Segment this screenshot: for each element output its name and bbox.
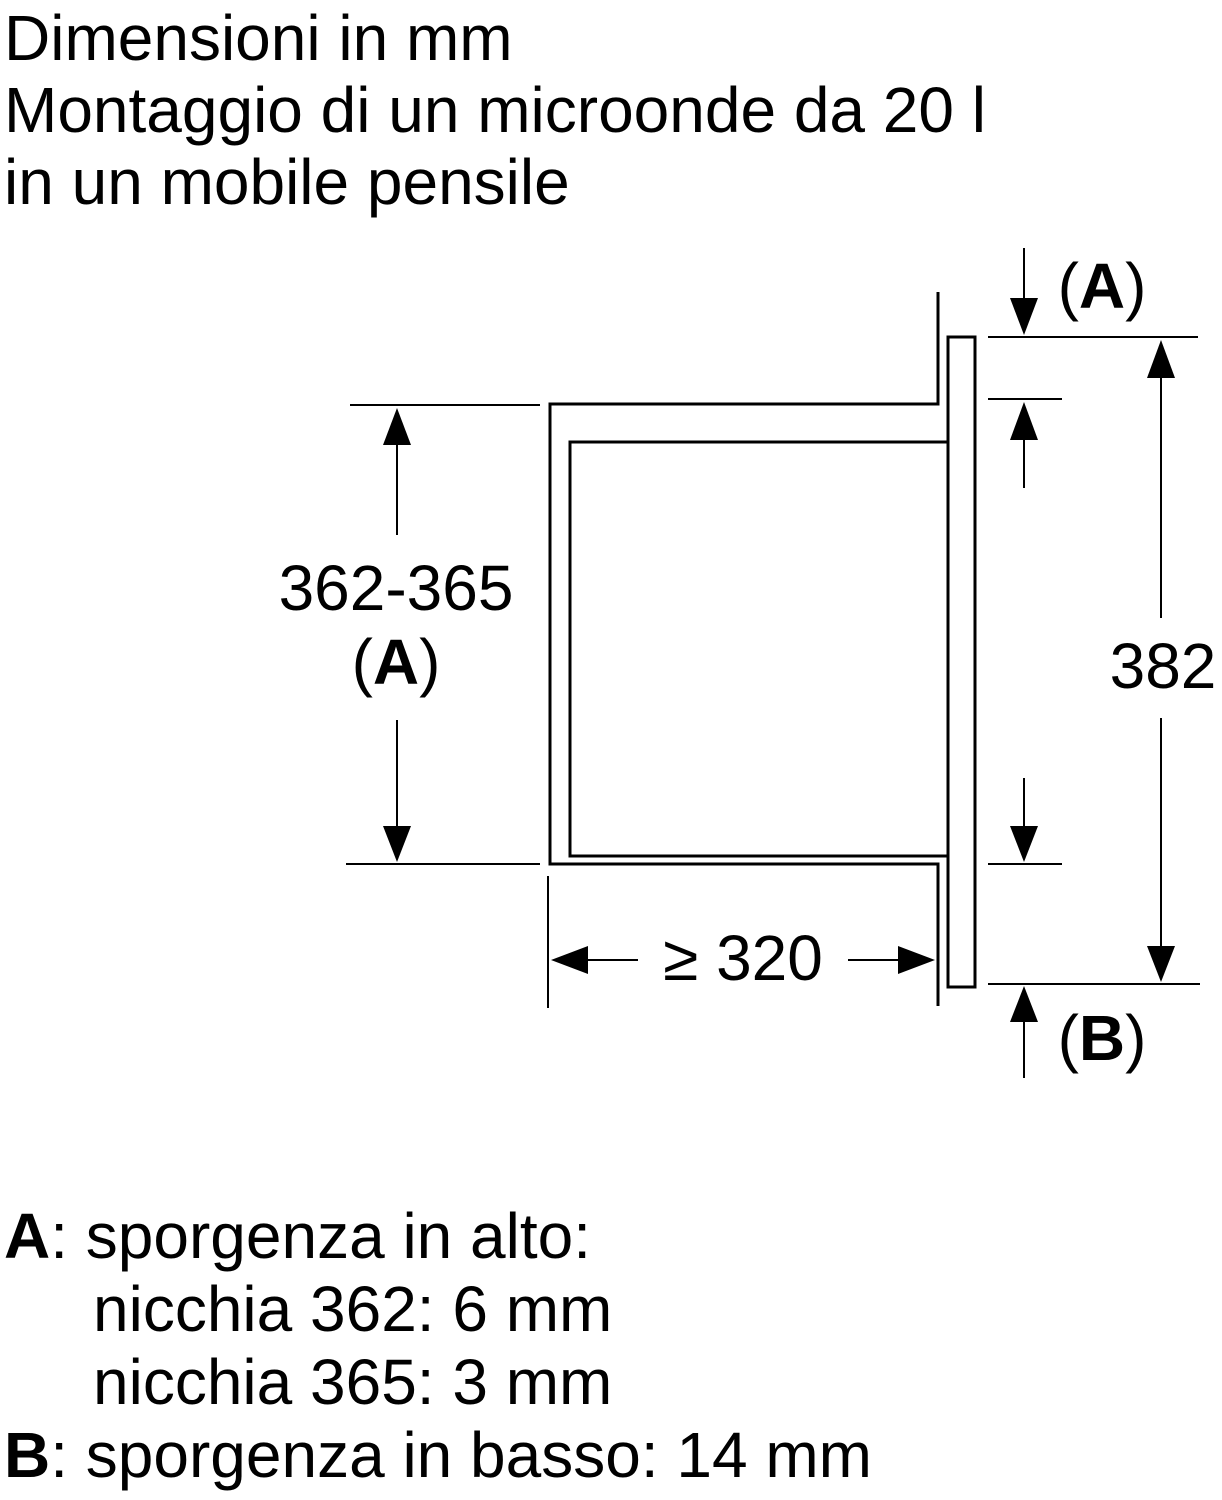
total-height-dimension [988, 336, 1200, 985]
niche-height-ref-label: (A) [352, 626, 441, 698]
arrow-up-icon [1010, 402, 1038, 440]
legend-row-b: B: sporgenza in basso: 14 mm [4, 1419, 872, 1492]
bottom-protrusion-marker [988, 778, 1062, 1078]
legend-key-b: B [4, 1419, 51, 1491]
legend-text-b: : sporgenza in basso: 14 mm [50, 1419, 872, 1491]
total-height-label: 382 [1110, 630, 1217, 702]
bottom-ref-label: (B) [1058, 1002, 1147, 1074]
depth-label: ≥ 320 [663, 922, 823, 994]
niche-outer-line [548, 292, 940, 1006]
legend: A: sporgenza in alto: nicchia 362: 6 mm … [4, 1200, 872, 1492]
legend-text-a: : sporgenza in alto: [50, 1200, 591, 1272]
legend-row-a: A: sporgenza in alto: [4, 1200, 872, 1273]
arrow-up-icon [1010, 986, 1038, 1022]
legend-key-a: A [4, 1200, 51, 1272]
arrow-up-icon [1147, 340, 1175, 378]
top-protrusion-marker [988, 248, 1062, 488]
top-ref-label: (A) [1058, 250, 1147, 322]
niche-inner-line [568, 440, 948, 858]
depth-dimension [547, 876, 935, 1008]
microwave-front-panel [946, 335, 977, 989]
arrow-down-icon [383, 826, 411, 862]
title-line-1: Dimensioni in mm [4, 2, 513, 74]
legend-a-detail-365: nicchia 365: 3 mm [93, 1346, 613, 1418]
legend-a-detail-362: nicchia 362: 6 mm [93, 1273, 613, 1345]
arrow-down-icon [1010, 826, 1038, 862]
niche-height-label: 362-365 [279, 552, 514, 624]
arrow-down-icon [1147, 946, 1175, 982]
title-line-3: in un mobile pensile [4, 146, 570, 218]
niche-height-dimension [346, 404, 540, 865]
arrow-down-icon [1010, 298, 1038, 335]
title-block: Dimensioni in mm Montaggio di un microon… [4, 2, 986, 218]
title-line-2: Montaggio di un microonde da 20 l [4, 74, 986, 146]
arrow-left-icon [551, 946, 588, 974]
arrow-right-icon [898, 946, 935, 974]
cabinet-outline [548, 292, 977, 1006]
arrow-up-icon [383, 408, 411, 445]
